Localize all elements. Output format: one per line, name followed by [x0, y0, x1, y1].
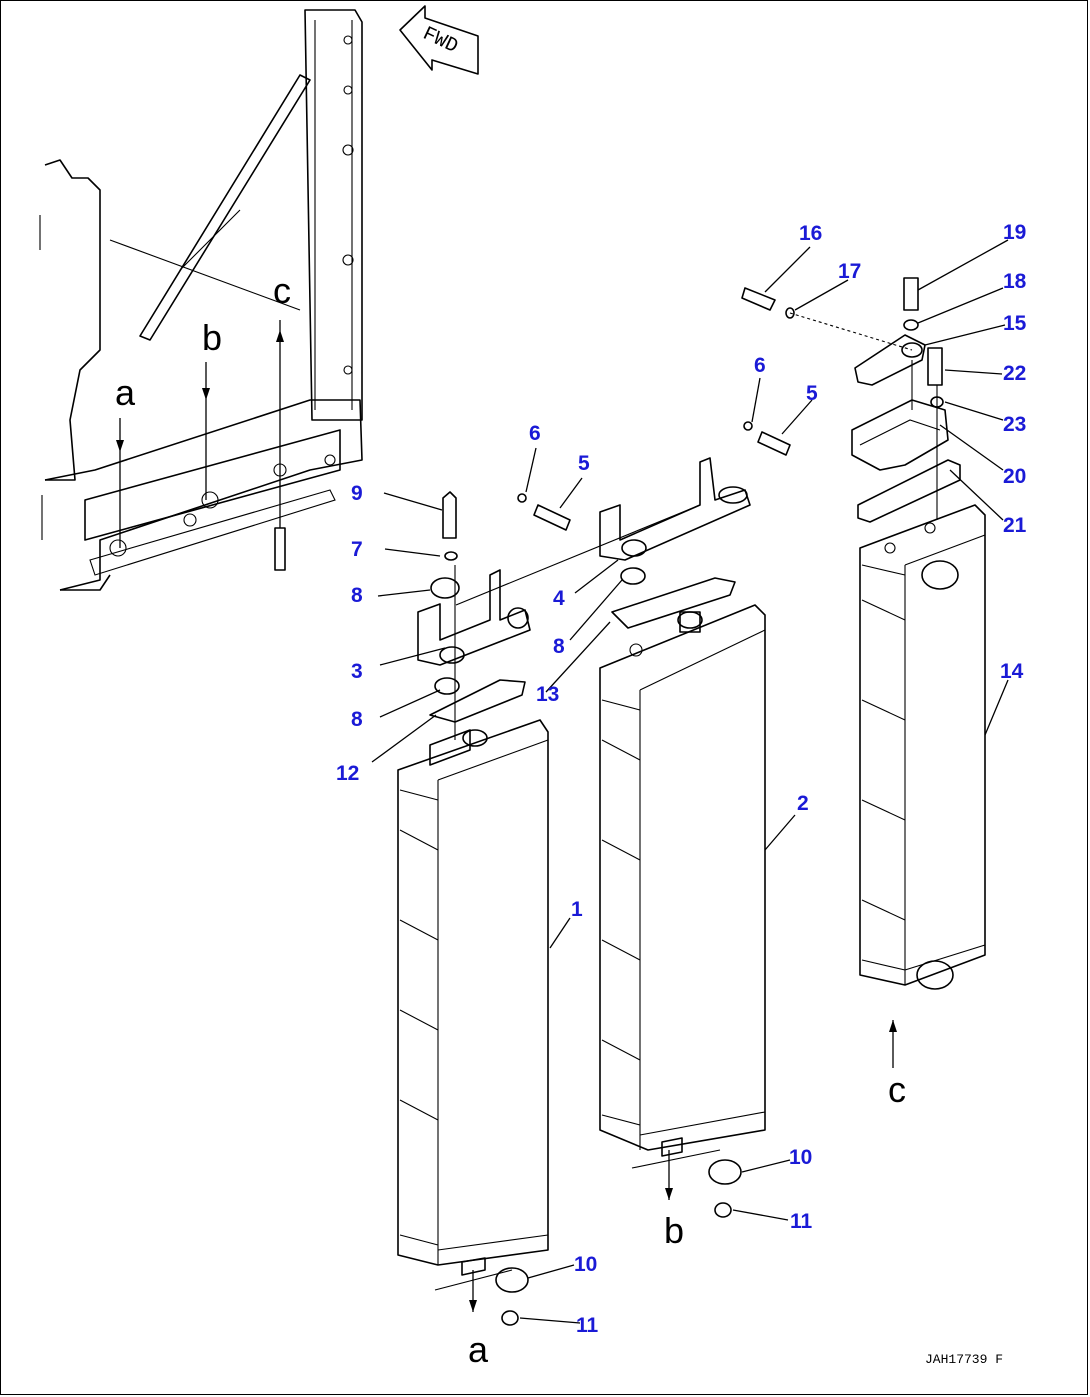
ref-letter-b-radiator: b [664, 1210, 684, 1251]
bracket-20 [851, 399, 949, 471]
callout-23: 23 [1003, 413, 1026, 436]
bracket-4 [599, 457, 751, 561]
ref-letter-c-frame: c [273, 270, 291, 311]
callout-15: 15 [1003, 312, 1027, 335]
callout-leaders [371, 239, 1009, 1324]
callout-21: 21 [1003, 514, 1027, 537]
frame-reference-arrows [116, 320, 284, 548]
grommets-10-11 [495, 1159, 742, 1326]
callout-11-right: 11 [790, 1210, 813, 1233]
callout-10-right: 10 [789, 1146, 812, 1169]
bracket-3 [417, 569, 531, 666]
ref-letter-b-frame: b [202, 317, 222, 358]
callout-19: 19 [1003, 221, 1026, 244]
callout-22: 22 [1003, 362, 1026, 385]
block-21 [857, 459, 961, 523]
callout-8-middle: 8 [553, 635, 565, 658]
callout-1: 1 [571, 898, 583, 921]
callout-16: 16 [799, 222, 822, 245]
drawing-number: JAH17739 F [925, 1352, 1003, 1367]
callout-10-left: 10 [574, 1253, 597, 1276]
callout-6-right: 6 [754, 354, 766, 377]
callout-5-left: 5 [578, 452, 590, 475]
bolts-washers [442, 277, 944, 561]
callout-4: 4 [553, 587, 565, 610]
callout-numbers: 1 2 3 4 5 5 6 6 7 8 8 8 9 10 10 11 11 12… [336, 221, 1027, 1337]
callout-12: 12 [336, 762, 359, 785]
callout-7: 7 [351, 538, 363, 561]
callout-20: 20 [1003, 465, 1026, 488]
plates-12-13 [429, 577, 736, 723]
oil-cooler-14 [859, 504, 986, 990]
ref-letter-a-radiator: a [468, 1329, 489, 1370]
radiator-reference-arrows [434, 1020, 897, 1312]
callout-3: 3 [351, 660, 363, 683]
radiator-core-1 [397, 719, 549, 1276]
forward-direction-arrow: FWD [399, 5, 479, 75]
callout-14: 14 [1000, 660, 1024, 683]
callout-13: 13 [536, 683, 559, 706]
callout-5-right: 5 [806, 382, 818, 405]
callout-17: 17 [838, 260, 861, 283]
callout-8-bottom: 8 [351, 708, 363, 731]
radiator-core-2 [599, 604, 766, 1157]
callout-6-left: 6 [529, 422, 541, 445]
ref-letter-c-cooler: c [888, 1069, 906, 1110]
bracket-15 [854, 334, 926, 386]
callout-9: 9 [351, 482, 363, 505]
cushions-8 [430, 567, 646, 695]
callout-2: 2 [797, 792, 809, 815]
callout-8-top: 8 [351, 584, 363, 607]
callout-11-left: 11 [576, 1314, 599, 1337]
callout-18: 18 [1003, 270, 1027, 293]
ref-letter-a-frame: a [115, 372, 136, 413]
support-frame [39, 9, 363, 591]
